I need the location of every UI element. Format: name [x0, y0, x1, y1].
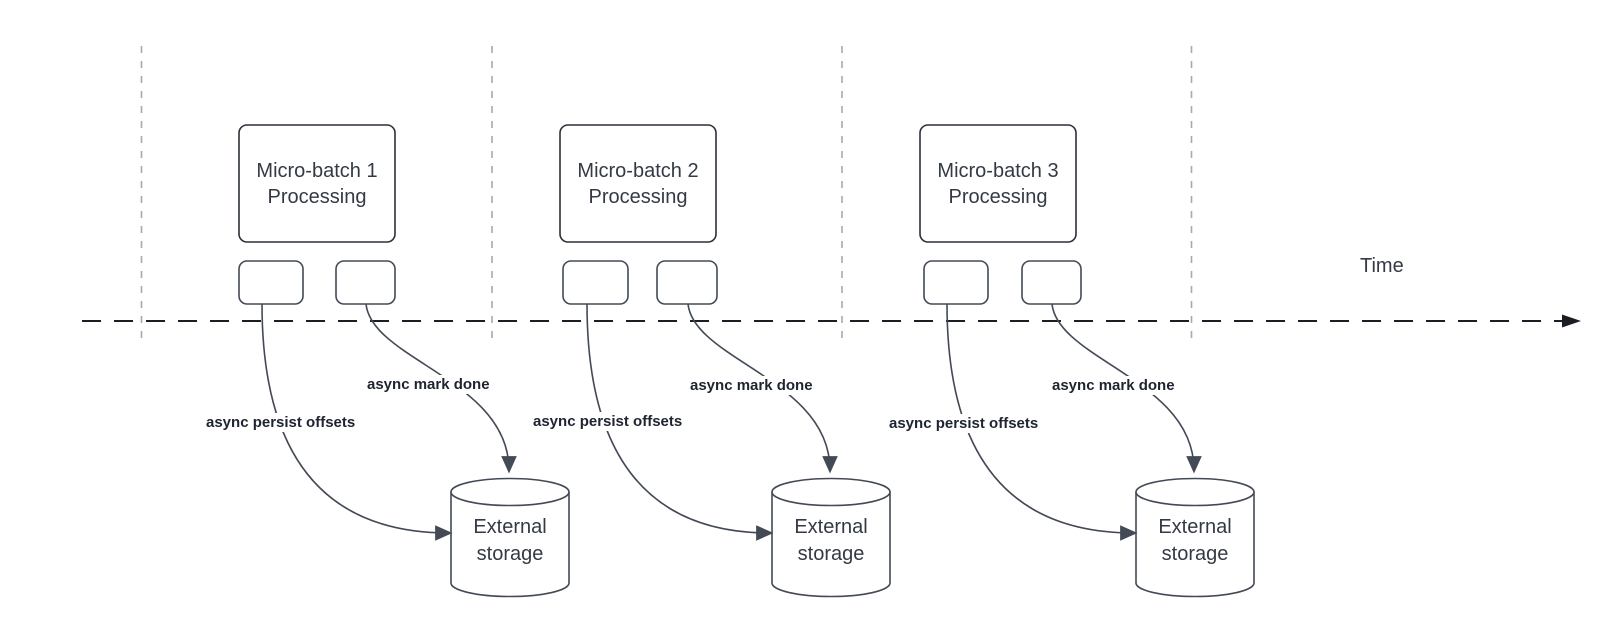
external-storage-label-1: External storage [473, 516, 547, 565]
micro-batch-3-title: Micro-batch 3 Processing [937, 159, 1059, 208]
micro-batch-2-persist-offsets-box [562, 260, 629, 305]
persist-offsets-arrow-1 [261, 303, 453, 541]
persist-offsets-arrow-3 [946, 303, 1138, 541]
external-storage-cylinder-3-top [1135, 477, 1255, 507]
micro-batch-1-persist-offsets-box [238, 260, 304, 305]
micro-batch-1-mark-done-box [335, 260, 396, 305]
micro-batch-3-persist-offsets-box [923, 260, 989, 305]
micro-batch-1-box [238, 124, 396, 243]
external-storage-cylinder-2-body [771, 492, 891, 598]
mark-done-arrow-1 [365, 303, 517, 474]
persist-offsets-edge-label-2: async persist offsets [530, 412, 686, 431]
micro-batch-2-title: Micro-batch 2 Processing [577, 159, 699, 208]
external-storage-cylinder-2-top [771, 477, 891, 507]
time-axis-label: Time [1360, 255, 1404, 277]
external-storage-cylinder-3-body [1135, 492, 1255, 598]
micro-batch-1-title: Micro-batch 1 Processing [256, 159, 378, 208]
micro-batch-3-box [919, 124, 1077, 243]
micro-batch-2-mark-done-box [656, 260, 718, 305]
external-storage-cylinder-1-top [450, 477, 570, 507]
micro-batch-3-mark-done-box [1021, 260, 1082, 305]
micro-batch-2-box [559, 124, 717, 243]
mark-done-edge-label-3: async mark done [1049, 376, 1178, 395]
time-axis-arrowhead-icon [1562, 314, 1581, 328]
mark-done-edge-label-1: async mark done [364, 375, 493, 394]
mark-done-arrow-2 [687, 303, 838, 474]
persist-offsets-edge-label-1: async persist offsets [203, 413, 359, 432]
external-storage-cylinder-1-body [450, 492, 570, 598]
external-storage-label-2: External storage [794, 516, 868, 565]
external-storage-label-3: External storage [1158, 516, 1232, 565]
mark-done-edge-label-2: async mark done [687, 376, 816, 395]
persist-offsets-edge-label-3: async persist offsets [886, 414, 1042, 433]
mark-done-arrow-3 [1051, 303, 1202, 474]
persist-offsets-arrow-2 [586, 303, 774, 541]
